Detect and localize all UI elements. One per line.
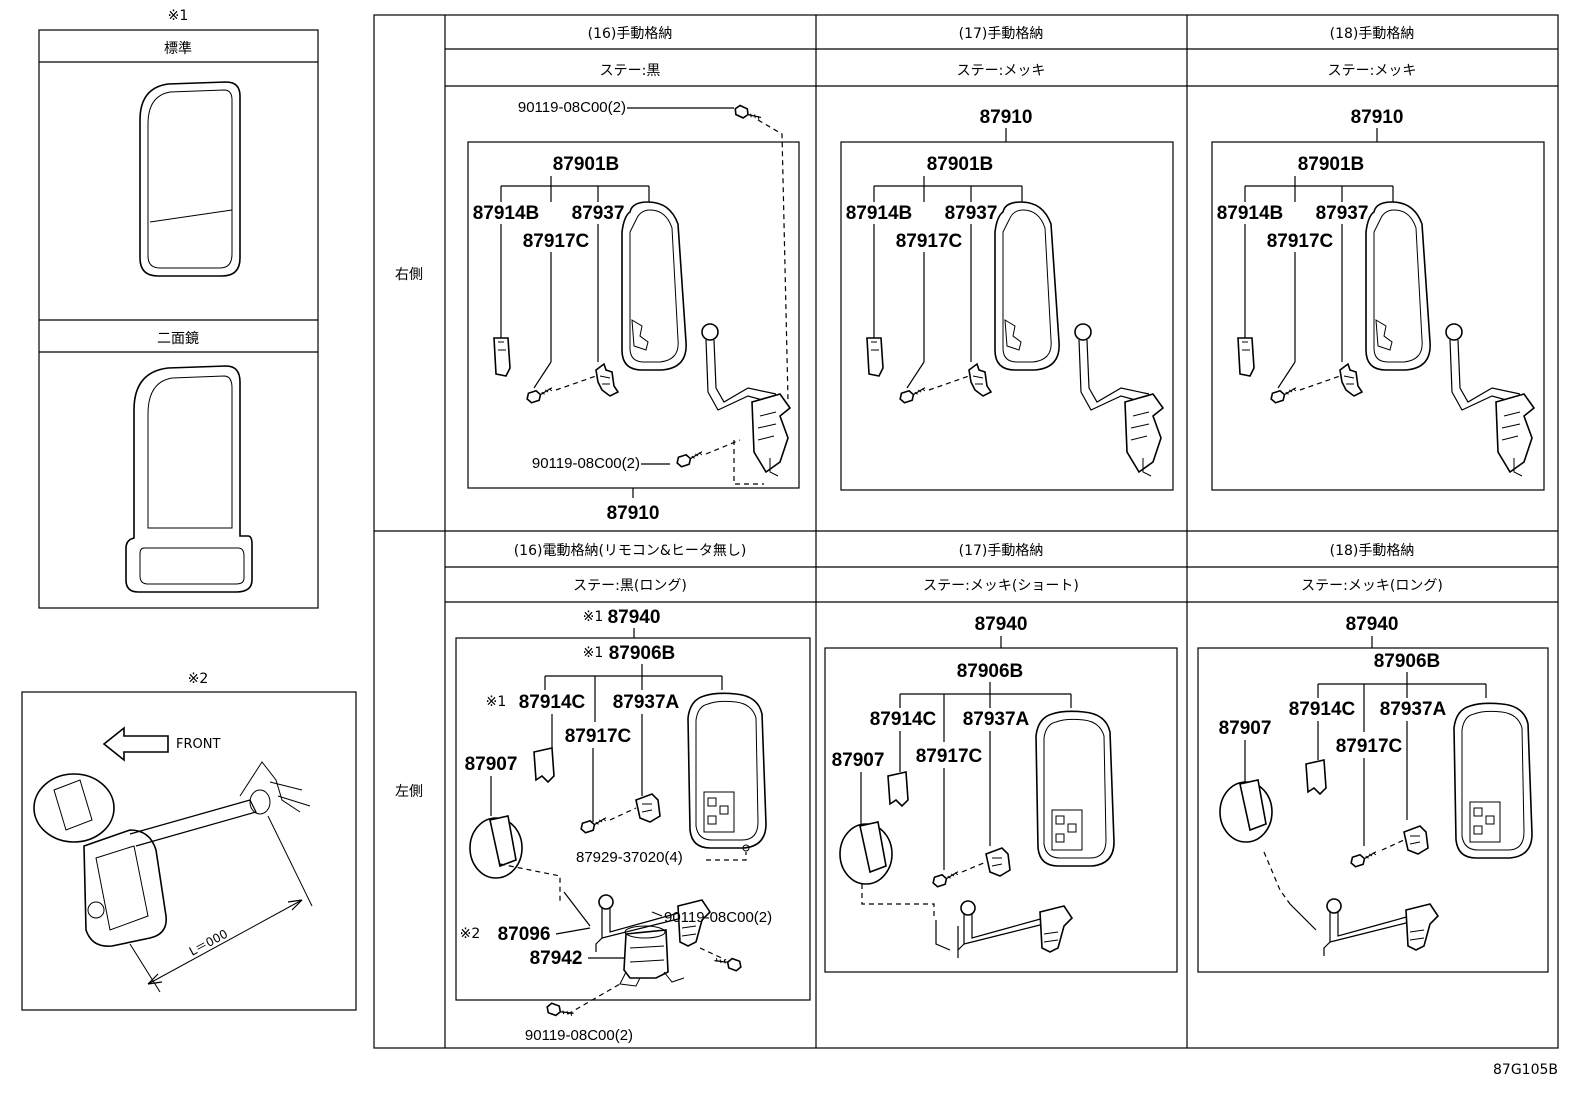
standard-mirror-illustration <box>139 81 241 277</box>
diagram-code: 87G105B <box>1493 1062 1558 1078</box>
left-16-diagram: ※1 87940 ※1 87906B ※1 87914C 87937A 8791… <box>455 607 811 1044</box>
l17-p4-label: 87907 <box>832 750 885 771</box>
left-17-diagram: 87940 87906B 87914C 87937A 87917C 87907 <box>824 614 1178 973</box>
l16-p4-label: 87907 <box>465 754 518 775</box>
r17-p2-label: 87937 <box>945 203 998 224</box>
l16-p2-label: 87937A <box>613 692 680 713</box>
right-17-stay: ステー:メッキ <box>957 63 1046 79</box>
r16-bolt-top-label: 90119-08C00(2) <box>518 99 626 116</box>
right-16-stay: ステー:黒 <box>600 63 661 79</box>
r18-p1-label: 87914B <box>1217 203 1284 224</box>
r17-assy-label: 87901B <box>927 154 994 175</box>
r16-p2-label: 87937 <box>572 203 625 224</box>
parts-table: 右側 左側 (16)手動格納 (17)手動格納 (18)手動格納 ステー:黒 ス… <box>373 14 1559 1049</box>
front-label: FRONT <box>176 737 220 752</box>
right-side-label: 右側 <box>395 267 423 283</box>
right-17-diagram: 87910 87901B 87914B 87937 87917C <box>840 107 1174 491</box>
right-18-diagram: 87910 87901B 87914B 87937 87917C <box>1211 107 1545 491</box>
l18-p2-label: 87937A <box>1380 699 1447 720</box>
left-17-stay: ステー:メッキ(ショート) <box>923 578 1079 594</box>
left-17-type: (17)手動格納 <box>959 543 1044 559</box>
r16-bolt-bottom-label: 90119-08C00(2) <box>532 455 640 472</box>
r18-assy-label: 87901B <box>1298 154 1365 175</box>
dual-mirror-illustration <box>125 365 253 593</box>
right-17-type: (17)手動格納 <box>959 26 1044 42</box>
standard-label: 標準 <box>164 41 192 57</box>
note2-box <box>21 691 357 1011</box>
l16-p3-label: 87917C <box>565 726 632 747</box>
front-arrow-icon <box>102 726 169 762</box>
r17-p1-label: 87914B <box>846 203 913 224</box>
note1-mark: ※1 <box>168 8 189 24</box>
left-18-type: (18)手動格納 <box>1330 543 1415 559</box>
legend-note1: ※1 標準 二面鏡 <box>38 8 319 609</box>
l17-assy-label: 87906B <box>957 661 1024 682</box>
l16-motor-illustration <box>619 925 685 987</box>
l18-p4-label: 87907 <box>1219 718 1272 739</box>
r18-p2-label: 87937 <box>1316 203 1369 224</box>
l16-stay-label: 87096 <box>498 924 551 945</box>
r16-assy-label: 87901B <box>553 154 620 175</box>
l16-stay-mark: ※2 <box>460 926 481 942</box>
right-16-diagram: 90119-08C00(2) 87901B 87914B 87937 87917… <box>467 99 800 524</box>
l17-p3-label: 87917C <box>916 746 983 767</box>
legend-note2: ※2 FRONT L＝000 <box>21 671 357 1011</box>
left-16-type: (16)電動格納(リモコン&ヒータ無し) <box>514 543 747 559</box>
dual-label: 二面鏡 <box>157 331 199 347</box>
r18-p3-label: 87917C <box>1267 231 1334 252</box>
l18-p1-label: 87914C <box>1289 699 1356 720</box>
l16-assy-mark: ※1 <box>583 645 604 661</box>
r16-p3-label: 87917C <box>523 231 590 252</box>
l18-assy-label: 87906B <box>1374 651 1441 672</box>
l16-assy-label: 87906B <box>609 643 676 664</box>
l17-p2-label: 87937A <box>963 709 1030 730</box>
l17-p1-label: 87914C <box>870 709 937 730</box>
left-18-diagram: 87940 87906B 87914C 87937A 87917C 87907 <box>1197 614 1549 973</box>
note1-box <box>38 29 319 609</box>
l16-bolt-bottom-label: 90119-08C00(2) <box>525 1027 633 1044</box>
l16-outer-label: 87940 <box>608 607 661 628</box>
l16-bolt-label: 90119-08C00(2) <box>664 909 772 926</box>
l16-p1-mark: ※1 <box>486 694 507 710</box>
r18-outer-label: 87910 <box>1351 107 1404 128</box>
right-16-type: (16)手動格納 <box>588 26 673 42</box>
left-side-label: 左側 <box>395 784 423 800</box>
l18-outer-label: 87940 <box>1346 614 1399 635</box>
r16-outer-label: 87910 <box>607 503 660 524</box>
r16-p1-label: 87914B <box>473 203 540 224</box>
left-16-stay: ステー:黒(ロング) <box>573 578 687 594</box>
note2-mark: ※2 <box>188 671 209 687</box>
installed-mirror-illustration <box>33 761 313 993</box>
left-18-stay: ステー:メッキ(ロング) <box>1301 578 1443 594</box>
l16-p1-label: 87914C <box>519 692 586 713</box>
l16-motor-label: 87942 <box>530 948 583 969</box>
right-18-type: (18)手動格納 <box>1330 26 1415 42</box>
r17-p3-label: 87917C <box>896 231 963 252</box>
right-18-stay: ステー:メッキ <box>1328 63 1417 79</box>
l17-outer-label: 87940 <box>975 614 1028 635</box>
l16-outer-mark: ※1 <box>583 609 604 625</box>
l18-p3-label: 87917C <box>1336 736 1403 757</box>
l16-screw-label: 87929-37020(4) <box>576 849 683 866</box>
r17-outer-label: 87910 <box>980 107 1033 128</box>
